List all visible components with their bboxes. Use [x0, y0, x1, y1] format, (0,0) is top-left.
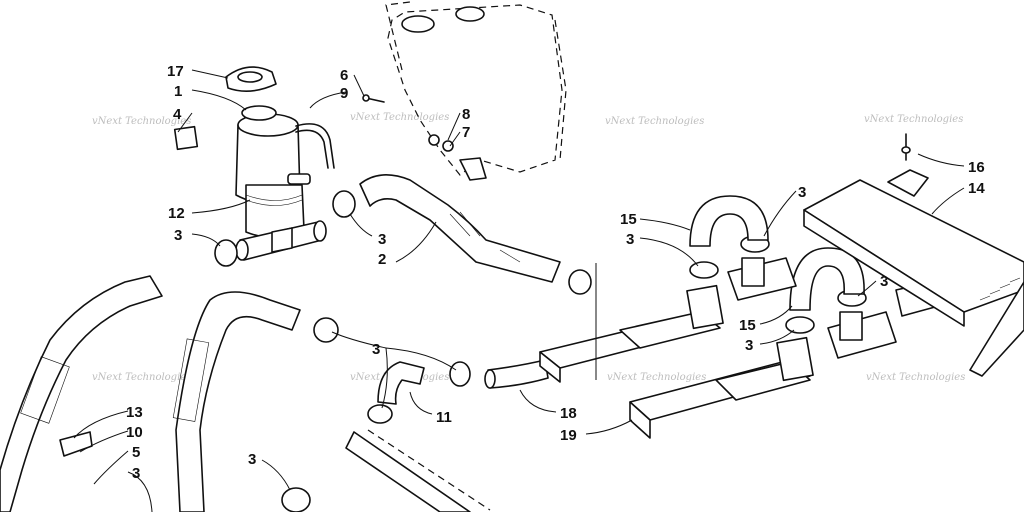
tee-fitting: [235, 220, 327, 261]
callout-19: 19: [560, 427, 577, 444]
callout-7: 7: [462, 124, 470, 141]
callout-9: 9: [340, 85, 348, 102]
callout-8: 8: [462, 106, 470, 123]
overflow-hose: [295, 123, 335, 169]
hose-11: [377, 361, 425, 405]
callout-16: 16: [968, 159, 985, 176]
callout-2: 2: [378, 251, 386, 268]
watermark: vNext Technologies: [864, 114, 963, 125]
hose-18: [487, 359, 549, 389]
hose-13: [175, 291, 301, 512]
callout-3: 3: [174, 227, 182, 244]
callout-3: 3: [880, 273, 888, 290]
callout-3: 3: [626, 231, 634, 248]
callout-3: 3: [378, 231, 386, 248]
callout-13: 13: [126, 404, 143, 421]
callout-6: 6: [340, 67, 348, 84]
watermark: vNext Technologies: [607, 372, 706, 383]
coolant-tank: [387, 4, 563, 181]
radiator-cap: [225, 66, 277, 92]
watermark: vNext Technologies: [605, 116, 704, 127]
callout-18: 18: [560, 405, 577, 422]
label-plate: [173, 125, 199, 151]
watermark: vNext Technologies: [866, 372, 965, 383]
callout-14: 14: [968, 180, 985, 197]
dashed-reference-lines: [351, 1, 567, 512]
watermark: vNext Technologies: [92, 116, 191, 127]
callout-12: 12: [168, 205, 185, 222]
callout-3: 3: [798, 184, 806, 201]
hose-2: [359, 174, 561, 283]
callout-5: 5: [132, 444, 140, 461]
callout-10: 10: [126, 424, 143, 441]
callout-17: 17: [167, 63, 184, 80]
hose-10: [0, 275, 163, 512]
callout-3: 3: [372, 341, 380, 358]
callout-4: 4: [173, 106, 182, 123]
callout-3: 3: [132, 465, 140, 482]
heat-exchanger-plate: [803, 179, 1024, 377]
u-hose-upper: [689, 195, 769, 247]
u-hose-lower: [789, 247, 865, 311]
callout-15: 15: [739, 317, 756, 334]
mounting-clip: [887, 133, 929, 197]
fasteners: [362, 94, 385, 103]
callout-3: 3: [745, 337, 753, 354]
callout-15: 15: [620, 211, 637, 228]
heat-exchangers: [539, 257, 947, 439]
callout-11: 11: [436, 409, 452, 426]
callout-3: 3: [248, 451, 256, 468]
watermark: vNext Technologies: [92, 372, 191, 383]
leader-lines: [73, 69, 965, 512]
callouts: 17 1 4 6 9 8 7 12 3 3 2 16 14 3 15 3 3 1…: [126, 63, 985, 482]
lower-pipe: [345, 431, 471, 512]
expansion-bottle: [235, 105, 311, 239]
callout-1: 1: [174, 83, 182, 100]
watermark: vNext Technologies: [350, 112, 449, 123]
